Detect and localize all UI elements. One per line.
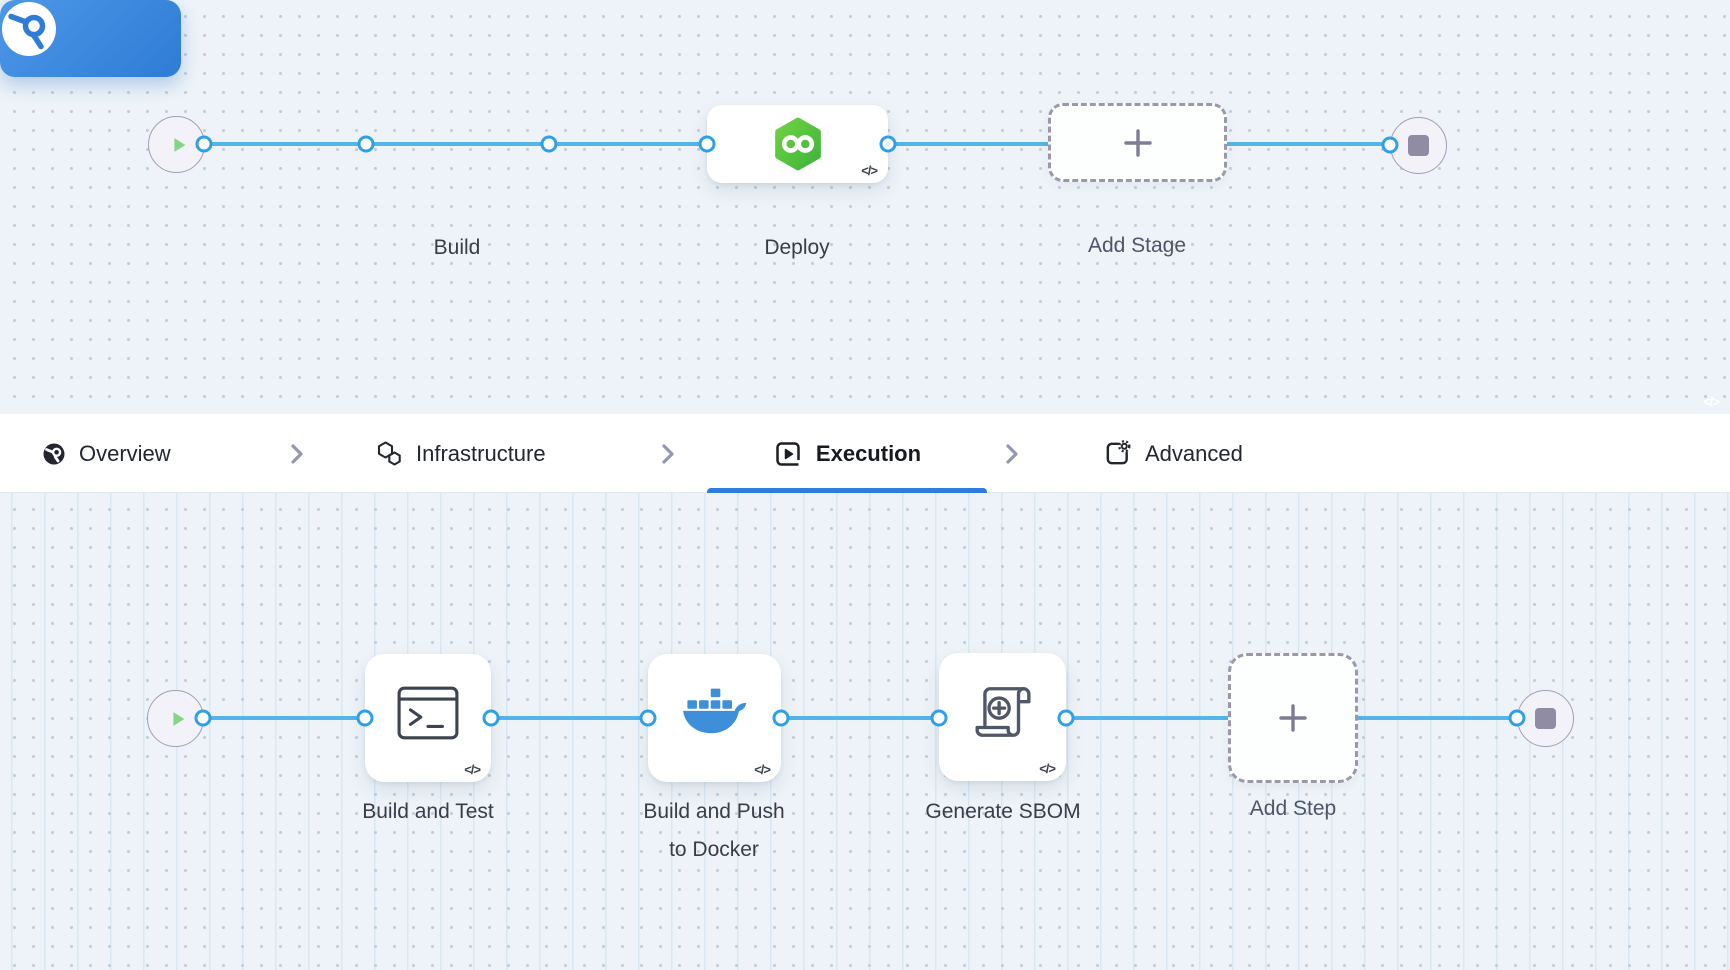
step-card-generate-sbom[interactable]: </> (939, 653, 1066, 781)
add-stage-button[interactable] (1048, 103, 1227, 182)
play-square-icon (773, 439, 803, 469)
steps-end-node (1517, 690, 1574, 747)
stage-card-build[interactable]: </> (0, 0, 1720, 409)
tab-label: Advanced (1145, 440, 1243, 466)
terminal-icon (396, 685, 460, 741)
stage-label-add-stage: Add Stage (1087, 234, 1187, 257)
yaml-code-badge: </> (1703, 394, 1720, 409)
yaml-code-badge: </> (1039, 761, 1056, 776)
tab-execution[interactable]: Execution (707, 414, 987, 493)
connector-dot (698, 135, 716, 153)
yaml-code-badge: </> (754, 762, 771, 777)
connector-dot (1057, 709, 1075, 727)
pipeline-canvas-steps[interactable]: </> </> </> (0, 493, 1730, 970)
stage-label-deploy: Deploy (764, 236, 830, 259)
step-label-add-step: Add Step (1249, 797, 1337, 820)
step-label-build-and-test: Build and Test (362, 800, 494, 823)
pipeline-start-node (148, 116, 205, 173)
add-step-button[interactable] (1228, 653, 1358, 783)
play-icon (167, 708, 189, 730)
plus-icon (1120, 125, 1156, 161)
docker-icon (681, 687, 749, 739)
tab-overview[interactable]: Overview (42, 414, 171, 493)
connector-dot (772, 709, 790, 727)
connector-dot (540, 135, 558, 153)
step-label-build-and-push: Build and Push to Docker (643, 800, 785, 861)
step-card-build-and-push-to-docker[interactable]: </> (648, 654, 781, 782)
connector-dot (356, 709, 374, 727)
connector-dot (879, 135, 897, 153)
stage-config-tabbar: Overview Infrastructure Execution (0, 414, 1730, 493)
stage-label-build: Build (433, 236, 481, 259)
play-icon (168, 134, 190, 156)
pipeline-end-node (1390, 117, 1447, 174)
cd-hexagon-infinity-icon (771, 117, 825, 171)
chevron-right-icon (287, 443, 307, 470)
pipeline-canvas-stages[interactable]: </> </> (0, 0, 1730, 414)
chevron-right-icon (1002, 443, 1022, 470)
hexagons-icon (375, 440, 403, 468)
connector-dot (639, 709, 657, 727)
connector-dot (930, 709, 948, 727)
tab-label: Execution (815, 440, 922, 466)
template-gear-icon (1103, 439, 1132, 468)
step-connector-line (203, 716, 1517, 720)
step-card-build-and-test[interactable]: </> (365, 654, 491, 782)
ci-build-icon (0, 0, 181, 58)
stage-card-deploy[interactable]: </> (707, 105, 888, 183)
sbom-scroll-icon (972, 681, 1034, 743)
tab-label: Infrastructure (416, 440, 546, 466)
stop-icon (1408, 135, 1429, 156)
yaml-code-badge: </> (861, 163, 878, 178)
connector-dot (195, 135, 213, 153)
chevron-right-icon (658, 443, 678, 470)
tab-infrastructure[interactable]: Infrastructure (375, 414, 546, 493)
connector-dot (482, 709, 500, 727)
connector-dot (1508, 709, 1526, 727)
connector-dot (194, 709, 212, 727)
tab-label: Overview (79, 440, 171, 466)
tab-advanced[interactable]: Advanced (1103, 414, 1243, 493)
connector-dot (1381, 136, 1399, 154)
step-label-generate-sbom: Generate SBOM (925, 800, 1081, 823)
yaml-code-badge: </> (464, 762, 481, 777)
connector-dot (357, 135, 375, 153)
stop-icon (1535, 708, 1556, 729)
plus-icon (1275, 700, 1311, 736)
ci-overview-icon (42, 442, 66, 466)
